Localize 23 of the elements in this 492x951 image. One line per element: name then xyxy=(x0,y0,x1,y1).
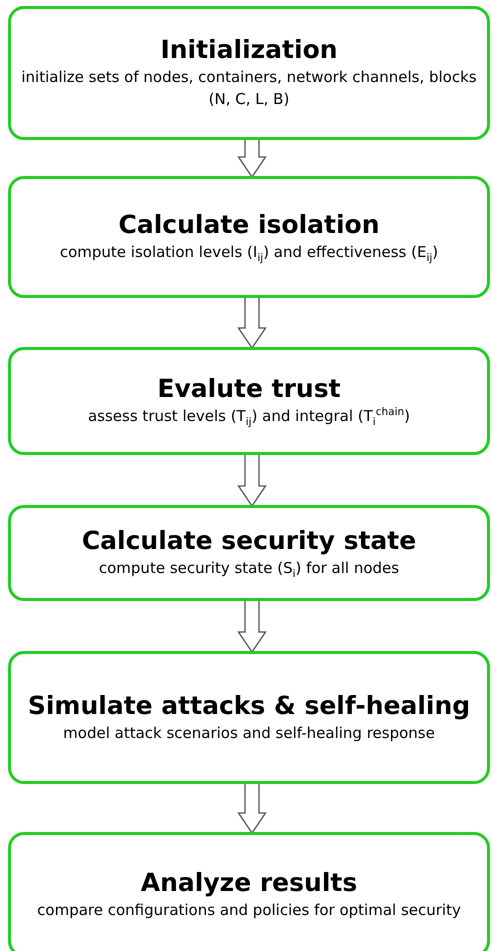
block-arrow xyxy=(237,453,267,508)
step-title: Initialization xyxy=(160,35,338,66)
step-description: compute isolation levels (I$_{ij}$) and effectiveness (E$_{ij}$) xyxy=(60,242,438,264)
step-title: Analyze results xyxy=(140,868,358,898)
process-box xyxy=(8,176,490,298)
step-title: Calculate security state xyxy=(82,526,416,556)
step-title: Simulate attacks & self-healing xyxy=(28,690,470,721)
block-arrow xyxy=(237,296,267,350)
process-box xyxy=(8,6,490,140)
step-description: assess trust levels (T$_{ij}$) and integral (T$_{i}$$^{chain}$) xyxy=(88,406,410,428)
process-box xyxy=(8,651,490,784)
step-description: compare configurations and policies for optimal security xyxy=(37,900,461,921)
process-box xyxy=(8,347,490,455)
process-box xyxy=(8,505,490,601)
step-title: Evalute trust xyxy=(157,374,341,404)
step-description: compute security state (S$_{i}$) for all nodes xyxy=(98,558,400,580)
block-arrow xyxy=(237,599,267,654)
step-description: model attack scenarios and self-healing response xyxy=(63,722,435,744)
block-arrow xyxy=(237,782,267,834)
process-box xyxy=(8,832,490,951)
step-title: Calculate isolation xyxy=(118,210,380,240)
block-arrow xyxy=(237,138,267,178)
step-description: initialize sets of nodes, containers, network channels, blocks (N, C, L, B) xyxy=(21,67,477,110)
